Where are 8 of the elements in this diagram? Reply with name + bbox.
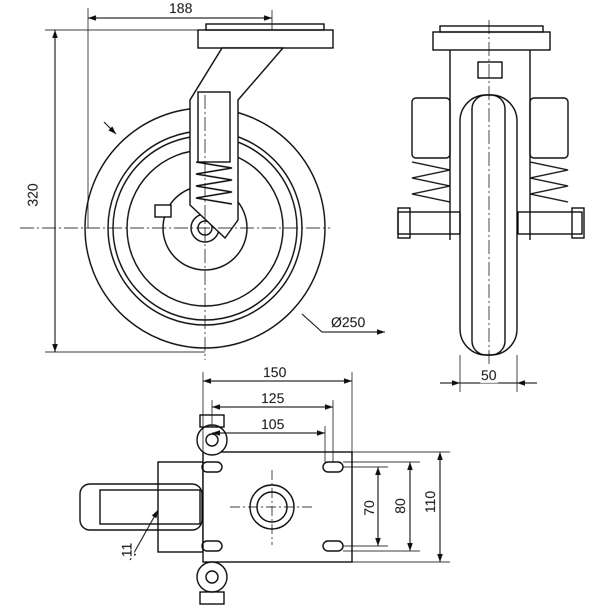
dimension-label: 110 <box>422 490 438 514</box>
dimension-label: 105 <box>260 416 286 432</box>
dimension-label: 125 <box>260 390 286 406</box>
dimension-label: Ø250 <box>330 314 366 330</box>
dimension-label: 188 <box>168 0 194 16</box>
dimension-label: 320 <box>24 182 41 208</box>
dimension-label: 50 <box>480 367 498 383</box>
dimension-label: 150 <box>262 364 288 380</box>
